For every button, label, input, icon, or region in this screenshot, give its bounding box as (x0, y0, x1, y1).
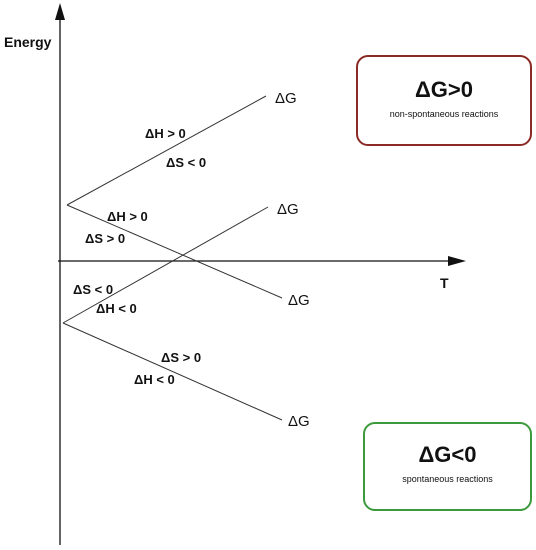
dg-line-dh-pos-ds-neg (66, 95, 267, 206)
line4-ds-label: ΔS > 0 (161, 350, 201, 365)
line2-dg-label: ΔG (288, 292, 310, 309)
y-axis-label: Energy (4, 34, 52, 50)
delta-g-negative-subtitle: spontaneous reactions (402, 474, 493, 484)
line4-dg-label: ΔG (288, 413, 310, 430)
x-axis-label: T (440, 275, 449, 291)
delta-g-negative-title: ΔG<0 (418, 442, 477, 467)
delta-g-positive-title: ΔG>0 (414, 77, 473, 102)
x-axis-arrowhead (448, 256, 466, 266)
delta-g-negative-box: ΔG<0 spontaneous reactions (363, 422, 532, 511)
line2-dh-label: ΔH > 0 (107, 209, 148, 224)
line2-ds-label: ΔS > 0 (85, 231, 125, 246)
line3-dh-label: ΔH < 0 (96, 301, 137, 316)
dg-line-dh-neg-ds-neg (62, 206, 269, 324)
dg-line-dh-pos-ds-pos (66, 204, 283, 299)
y-axis-arrowhead (55, 3, 65, 20)
line1-dh-label: ΔH > 0 (145, 126, 186, 141)
line4-dh-label: ΔH < 0 (134, 372, 175, 387)
line3-dg-label: ΔG (277, 201, 299, 218)
line1-ds-label: ΔS < 0 (166, 155, 206, 170)
line1-dg-label: ΔG (275, 90, 297, 107)
delta-g-positive-box: ΔG>0 non-spontaneous reactions (356, 55, 532, 146)
line3-ds-label: ΔS < 0 (73, 282, 113, 297)
delta-g-positive-subtitle: non-spontaneous reactions (389, 109, 499, 119)
dg-line-dh-neg-ds-pos (62, 322, 283, 421)
